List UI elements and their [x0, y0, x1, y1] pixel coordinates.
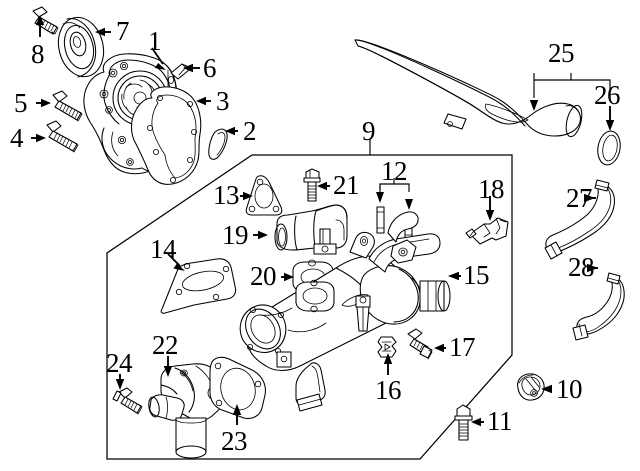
- callout-21-leader: [317, 181, 330, 191]
- part-10-hose-clamp: [517, 373, 545, 401]
- callout-label-1: 1: [148, 26, 162, 56]
- part-14-water-inlet-gasket: [160, 258, 237, 314]
- part-3-water-pump-gasket: [130, 86, 202, 185]
- callout-2-leader: [225, 126, 238, 136]
- part-27-coolant-hose-upper: [544, 179, 615, 260]
- callout-12-bracket: [376, 178, 413, 210]
- callout-15-leader: [448, 271, 461, 281]
- part-13-triangular-gasket: [245, 175, 283, 216]
- callout-label-2: 2: [243, 116, 257, 146]
- part-16-retainer-clip: [377, 336, 397, 358]
- part-11-bolt-hex-flange: [454, 404, 473, 441]
- callout-label-18: 18: [478, 174, 505, 204]
- callout-label-15: 15: [463, 260, 490, 290]
- part-23-thermostat-gasket: [209, 356, 266, 419]
- group-box-9: [106, 154, 513, 460]
- callout-20-leader: [281, 272, 294, 282]
- part-17-bolt-flange-short: [407, 328, 433, 360]
- part-19-water-outlet-connector: [274, 204, 348, 255]
- callout-19-leader: [253, 230, 268, 240]
- callout-label-12: 12: [381, 156, 408, 186]
- part-28-coolant-hose-lower: [572, 272, 625, 341]
- part-7-water-pump-pulley: [57, 16, 105, 78]
- part-26-pipe-oring: [597, 130, 621, 166]
- callout-4-leader: [31, 133, 46, 143]
- part-15-coolant-pipe-assembly: [239, 211, 451, 412]
- part-8-pulley-bolt: [32, 6, 59, 35]
- callout-14-leader: [167, 253, 185, 271]
- callout-label-7: 7: [116, 16, 130, 46]
- part-4-bolt-flange-long: [46, 120, 79, 153]
- callout-label-17: 17: [449, 332, 476, 362]
- callout-label-11: 11: [487, 406, 513, 436]
- callout-8-leader: [35, 15, 45, 37]
- callout-label-20: 20: [250, 261, 277, 291]
- callout-1-leader: [151, 47, 166, 70]
- callout-label-14: 14: [150, 234, 177, 264]
- callout-18-leader: [485, 196, 495, 221]
- callout-13-leader: [240, 191, 253, 201]
- callout-label-8: 8: [31, 39, 45, 69]
- callout-label-25: 25: [548, 38, 575, 68]
- callout-label-3: 3: [216, 86, 230, 116]
- callout-label-23: 23: [221, 426, 248, 456]
- callout-10-leader: [541, 384, 552, 394]
- part-24-bolt-small: [112, 387, 143, 415]
- callout-16-leader: [383, 353, 393, 375]
- callout-label-22: 22: [152, 330, 179, 360]
- part-18-coolant-temperature-sensor: [465, 217, 509, 245]
- callout-label-6: 6: [203, 53, 217, 83]
- callout-label-9: 9: [362, 116, 376, 146]
- part-21-bolt-flange-hex: [303, 168, 321, 202]
- callout-label-16: 16: [375, 375, 402, 405]
- callout-label-4: 4: [10, 123, 24, 153]
- callout-23-leader: [232, 404, 242, 425]
- part-2-seal-oring: [208, 128, 228, 160]
- callout-28-leader: [587, 263, 598, 273]
- callout-22-leader: [163, 356, 173, 377]
- callout-17-leader: [434, 343, 446, 353]
- callout-3-leader: [196, 96, 211, 106]
- callout-6-leader: [183, 63, 200, 73]
- callout-11-leader: [471, 417, 484, 427]
- callout-25-bracket: [529, 73, 611, 111]
- callout-label-5: 5: [14, 88, 28, 118]
- part-25-coolant-pipe-long: [354, 39, 583, 138]
- callout-label-24: 24: [106, 348, 133, 378]
- callout-27-leader: [584, 193, 596, 203]
- part-5-bolt-flange-medium: [52, 90, 83, 122]
- callout-label-13: 13: [213, 180, 240, 210]
- callout-5-leader: [36, 98, 51, 108]
- callout-label-21: 21: [333, 170, 360, 200]
- callout-7-leader: [95, 27, 111, 37]
- callout-label-19: 19: [222, 220, 249, 250]
- callout-label-26: 26: [594, 80, 621, 110]
- callout-24-leader: [115, 374, 125, 390]
- callout-label-10: 10: [556, 374, 583, 404]
- callout-label-28: 28: [568, 252, 595, 282]
- callout-label-27: 27: [566, 183, 593, 213]
- callout-26-leader: [605, 106, 615, 131]
